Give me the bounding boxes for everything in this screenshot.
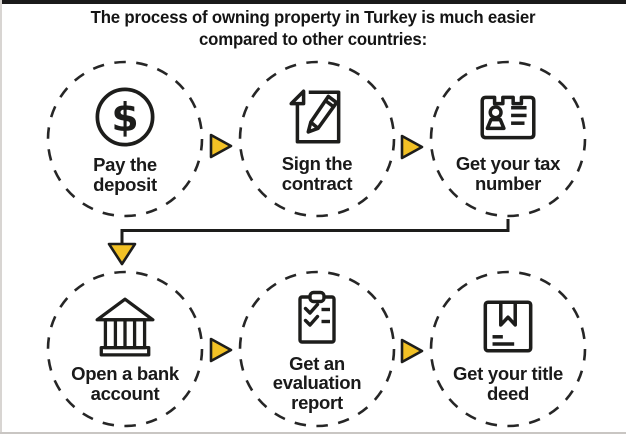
triangle-right-arrow-icon <box>209 133 233 159</box>
title-line-2: compared to other countries: <box>199 29 427 50</box>
checklist-clipboard-icon <box>298 290 336 344</box>
package-box-icon <box>483 300 533 353</box>
title-line-1: The process of owning property in Turkey… <box>90 7 536 27</box>
dashed-circle-border <box>46 270 204 428</box>
dollar-sign-circle-icon: $ <box>95 87 155 147</box>
step-label: Sign the contract <box>281 153 353 194</box>
id-card-icon <box>480 96 536 140</box>
triangle-right-arrow-icon <box>400 134 424 160</box>
step-label: Open a bank account <box>71 363 179 404</box>
step-pay-deposit: $ Pay the deposit <box>46 60 204 218</box>
step-label: Get an evaluation report <box>272 352 362 413</box>
infographic-title: The process of owning property in Turkey… <box>13 6 614 50</box>
step-title-deed: Get your title deed <box>429 270 587 428</box>
screenshot-left-edge <box>0 0 2 434</box>
step-label: Get your title deed <box>453 363 563 404</box>
contract-pencil-icon <box>289 89 341 144</box>
triangle-right-arrow-icon <box>400 338 424 364</box>
screenshot-bottom-edge <box>0 432 626 434</box>
step-bank-account: Open a bank account <box>46 270 204 428</box>
dashed-circle-border <box>46 60 204 218</box>
step-label: Get your tax number <box>455 153 561 194</box>
bank-building-icon <box>95 297 155 357</box>
triangle-down-arrow-icon <box>107 242 137 266</box>
dashed-circle-border <box>238 60 396 218</box>
dashed-circle-border <box>429 270 587 428</box>
triangle-right-arrow-icon <box>209 337 233 363</box>
step-label: Pay the deposit <box>93 154 157 195</box>
screenshot-top-edge <box>0 0 626 4</box>
step-evaluation-report: Get an evaluation report <box>238 270 396 428</box>
svg-text:$: $ <box>111 96 138 141</box>
dashed-circle-border <box>238 270 396 428</box>
step-sign-contract: Sign the contract <box>238 60 396 218</box>
step-tax-number: Get your tax number <box>429 60 587 218</box>
dashed-circle-border <box>429 60 587 218</box>
